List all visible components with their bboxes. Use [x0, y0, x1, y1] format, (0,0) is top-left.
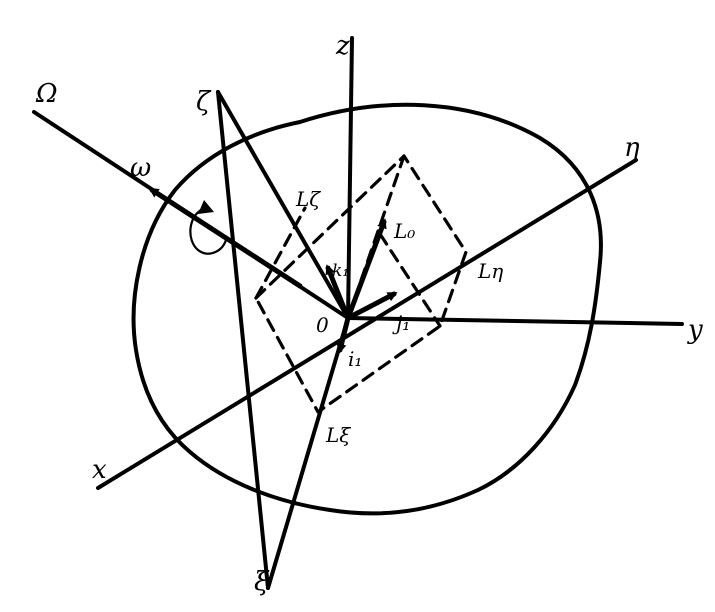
axis-xi-line	[266, 316, 350, 590]
k1-label: k₁	[332, 261, 349, 281]
dashed-edge-upper-left	[254, 206, 307, 300]
origin-label: 0	[316, 313, 329, 337]
axis-x-eta-line	[96, 158, 638, 490]
axis-zeta-label: ζ	[196, 87, 212, 117]
k1-vector	[325, 264, 351, 321]
axis-y-line	[346, 316, 684, 326]
axis-zeta-xi-line	[216, 90, 270, 590]
rotation-arrowhead-icon	[198, 200, 214, 214]
axis-eta-label: η	[624, 133, 640, 163]
axis-omega-cap-label: Ω	[35, 79, 58, 109]
dashed-parallelogram	[254, 154, 468, 414]
axis-z-label: z	[335, 31, 350, 61]
dashed-edge-lower	[378, 232, 442, 328]
L-xi-label: Lξ	[325, 423, 351, 447]
L-zeta-label: Lζ	[295, 187, 321, 211]
i1-vector	[336, 315, 351, 354]
L-eta-label: Lη	[477, 259, 503, 283]
i1-label: i₁	[348, 347, 362, 371]
j1-label: j₁	[392, 311, 410, 335]
L0-label: L₀	[393, 219, 415, 243]
j1-vector	[345, 291, 398, 321]
axis-xi-label: ξ	[254, 567, 270, 597]
axis-z-line	[346, 36, 354, 320]
omega-vector	[148, 187, 303, 289]
axis-zeta-line	[216, 90, 350, 320]
rigid-body-outline	[131, 102, 603, 516]
rotation-arrow-icon	[189, 206, 228, 255]
axis-y-label: y	[687, 315, 703, 345]
omega-label: ω	[130, 153, 151, 183]
axis-x-label: x	[92, 455, 107, 485]
L0-vector	[345, 218, 387, 321]
